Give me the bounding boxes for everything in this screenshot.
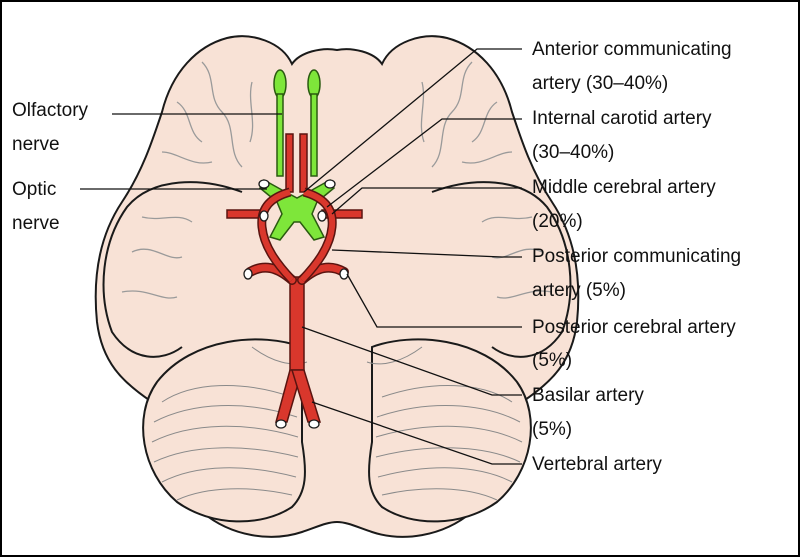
right-vertebral-artery <box>290 369 322 423</box>
leader-mca <box>331 187 522 215</box>
label-mca-line1: Middle cerebral artery <box>532 177 716 198</box>
leader-basilar <box>301 326 522 396</box>
label-basilar-line1: Basilar artery <box>532 385 644 406</box>
left-anterior-cerebral-artery <box>285 133 294 193</box>
label-optic-line1: Optic <box>12 179 57 200</box>
leader-acom <box>303 48 522 193</box>
label-vertebral-line1: Vertebral artery <box>532 454 662 475</box>
label-optic-line2: nerve <box>12 213 60 234</box>
cortical-sulci <box>121 61 553 299</box>
olfactory-nerves <box>273 69 321 177</box>
leader-pcom <box>331 249 522 258</box>
label-olfactory-line1: Olfactory <box>12 100 89 121</box>
circle-of-willis-arteries <box>226 133 363 423</box>
label-ica-line2: (30–40%) <box>532 142 615 163</box>
right-circle-segment-fill <box>299 189 336 283</box>
left-circle-segment-fill <box>258 189 295 283</box>
right-temporal-lobe <box>431 181 572 358</box>
leader-ica <box>326 118 522 208</box>
label-basilar-line2: (5%) <box>532 419 573 440</box>
label-acom-line2: artery (30–40%) <box>532 73 669 94</box>
label-pcom-line1: Posterior communicating <box>532 246 742 267</box>
label-mca-line2: (20%) <box>532 211 583 232</box>
label-olfactory-line2: nerve <box>12 134 60 155</box>
label-pcom-line2: artery (5%) <box>532 280 626 301</box>
label-pca-line2: (5%) <box>532 350 573 371</box>
cerebellar-folia <box>151 346 523 501</box>
right-cerebellar-hemisphere <box>368 338 532 523</box>
label-acom-line1: Anterior communicating <box>532 39 732 60</box>
label-pca-line1: Posterior cerebral artery <box>532 317 736 338</box>
leader-vertebral <box>311 401 522 465</box>
basilar-artery <box>289 276 305 373</box>
left-cerebellar-hemisphere <box>142 338 306 523</box>
cut-vessel-ends <box>243 179 349 429</box>
leader-lines <box>80 48 522 465</box>
label-ica-line1: Internal carotid artery <box>532 108 712 129</box>
right-anterior-cerebral-artery <box>299 133 308 193</box>
left-temporal-lobe <box>102 181 243 358</box>
leader-pca <box>346 273 522 328</box>
